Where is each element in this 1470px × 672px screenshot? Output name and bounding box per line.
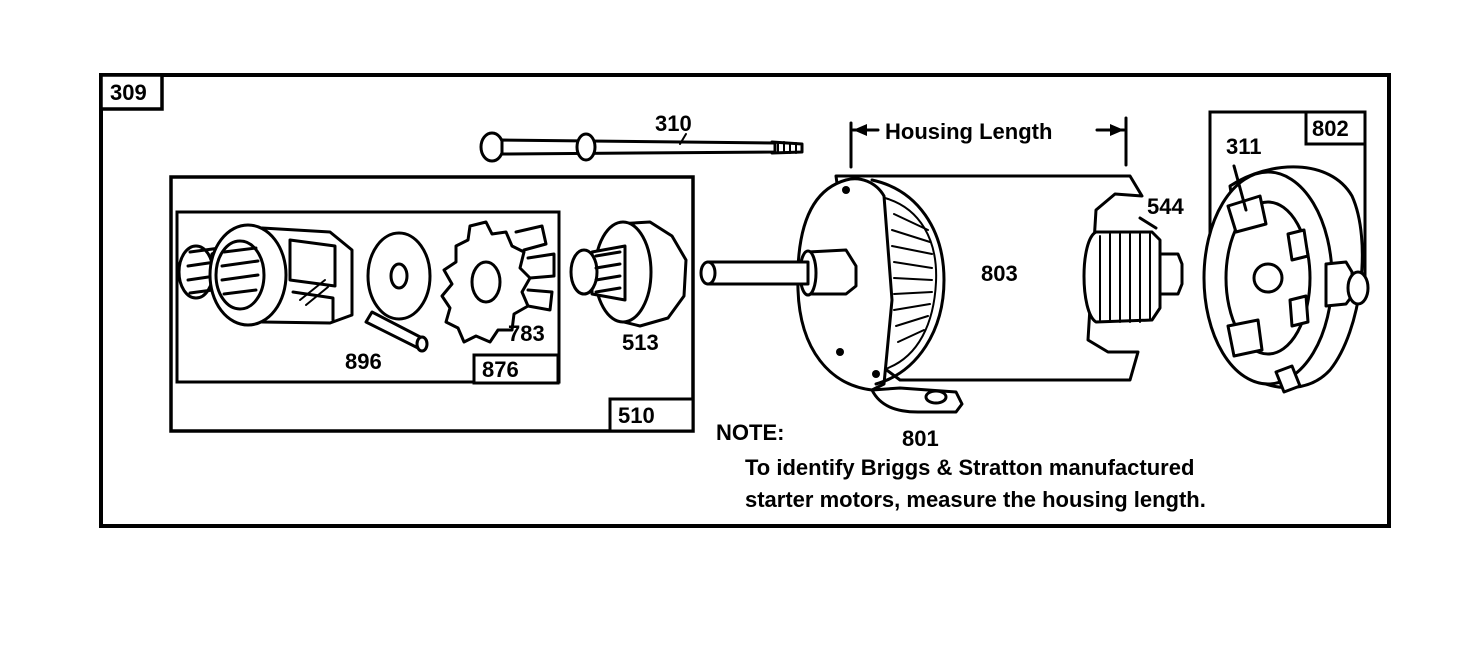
note-line-2: starter motors, measure the housing leng… [745, 487, 1206, 512]
mount-part-number: 801 [902, 426, 939, 451]
drive-assembly-label: 510 [618, 403, 655, 428]
housing-part-number: 803 [981, 261, 1018, 286]
gear [440, 220, 556, 344]
outer-frame [99, 73, 1391, 528]
housing-length-dimension: Housing Length [849, 116, 1128, 169]
gear-part-number: 783 [508, 321, 545, 346]
motor-housing: 803 [699, 174, 1144, 414]
end-cap-label: 802 [1312, 116, 1349, 141]
frame-label-box: 309 [99, 73, 164, 111]
armature: 544 [1082, 194, 1184, 324]
pin [364, 310, 429, 353]
through-bolt [479, 131, 804, 163]
drive-kit-label-box: 876 [472, 353, 560, 385]
bolt-part-number: 310 [655, 111, 692, 136]
pinion-part-number: 513 [622, 330, 659, 355]
note-heading: NOTE: [716, 420, 784, 445]
note-line-1: To identify Briggs & Stratton manufactur… [745, 455, 1194, 480]
note-block: NOTE: To identify Briggs & Stratton manu… [716, 420, 1206, 512]
drive-assembly-box [169, 175, 695, 433]
housing-length-label: Housing Length [885, 119, 1052, 144]
pin-part-number: 896 [345, 349, 382, 374]
pinion [569, 220, 688, 328]
frame-label: 309 [110, 80, 147, 105]
end-cap: 802 311 [1202, 110, 1370, 394]
brush-part-number: 311 [1226, 134, 1262, 159]
drive-assembly-label-box: 510 [608, 397, 695, 433]
end-cap-label-box: 802 [1304, 110, 1367, 146]
washer [366, 231, 432, 321]
drive-kit-box [175, 210, 561, 384]
drive-kit-label: 876 [482, 357, 519, 382]
bolt-leader-line [679, 133, 687, 145]
drive-clutch [177, 223, 354, 327]
armature-part-number: 544 [1147, 194, 1184, 219]
